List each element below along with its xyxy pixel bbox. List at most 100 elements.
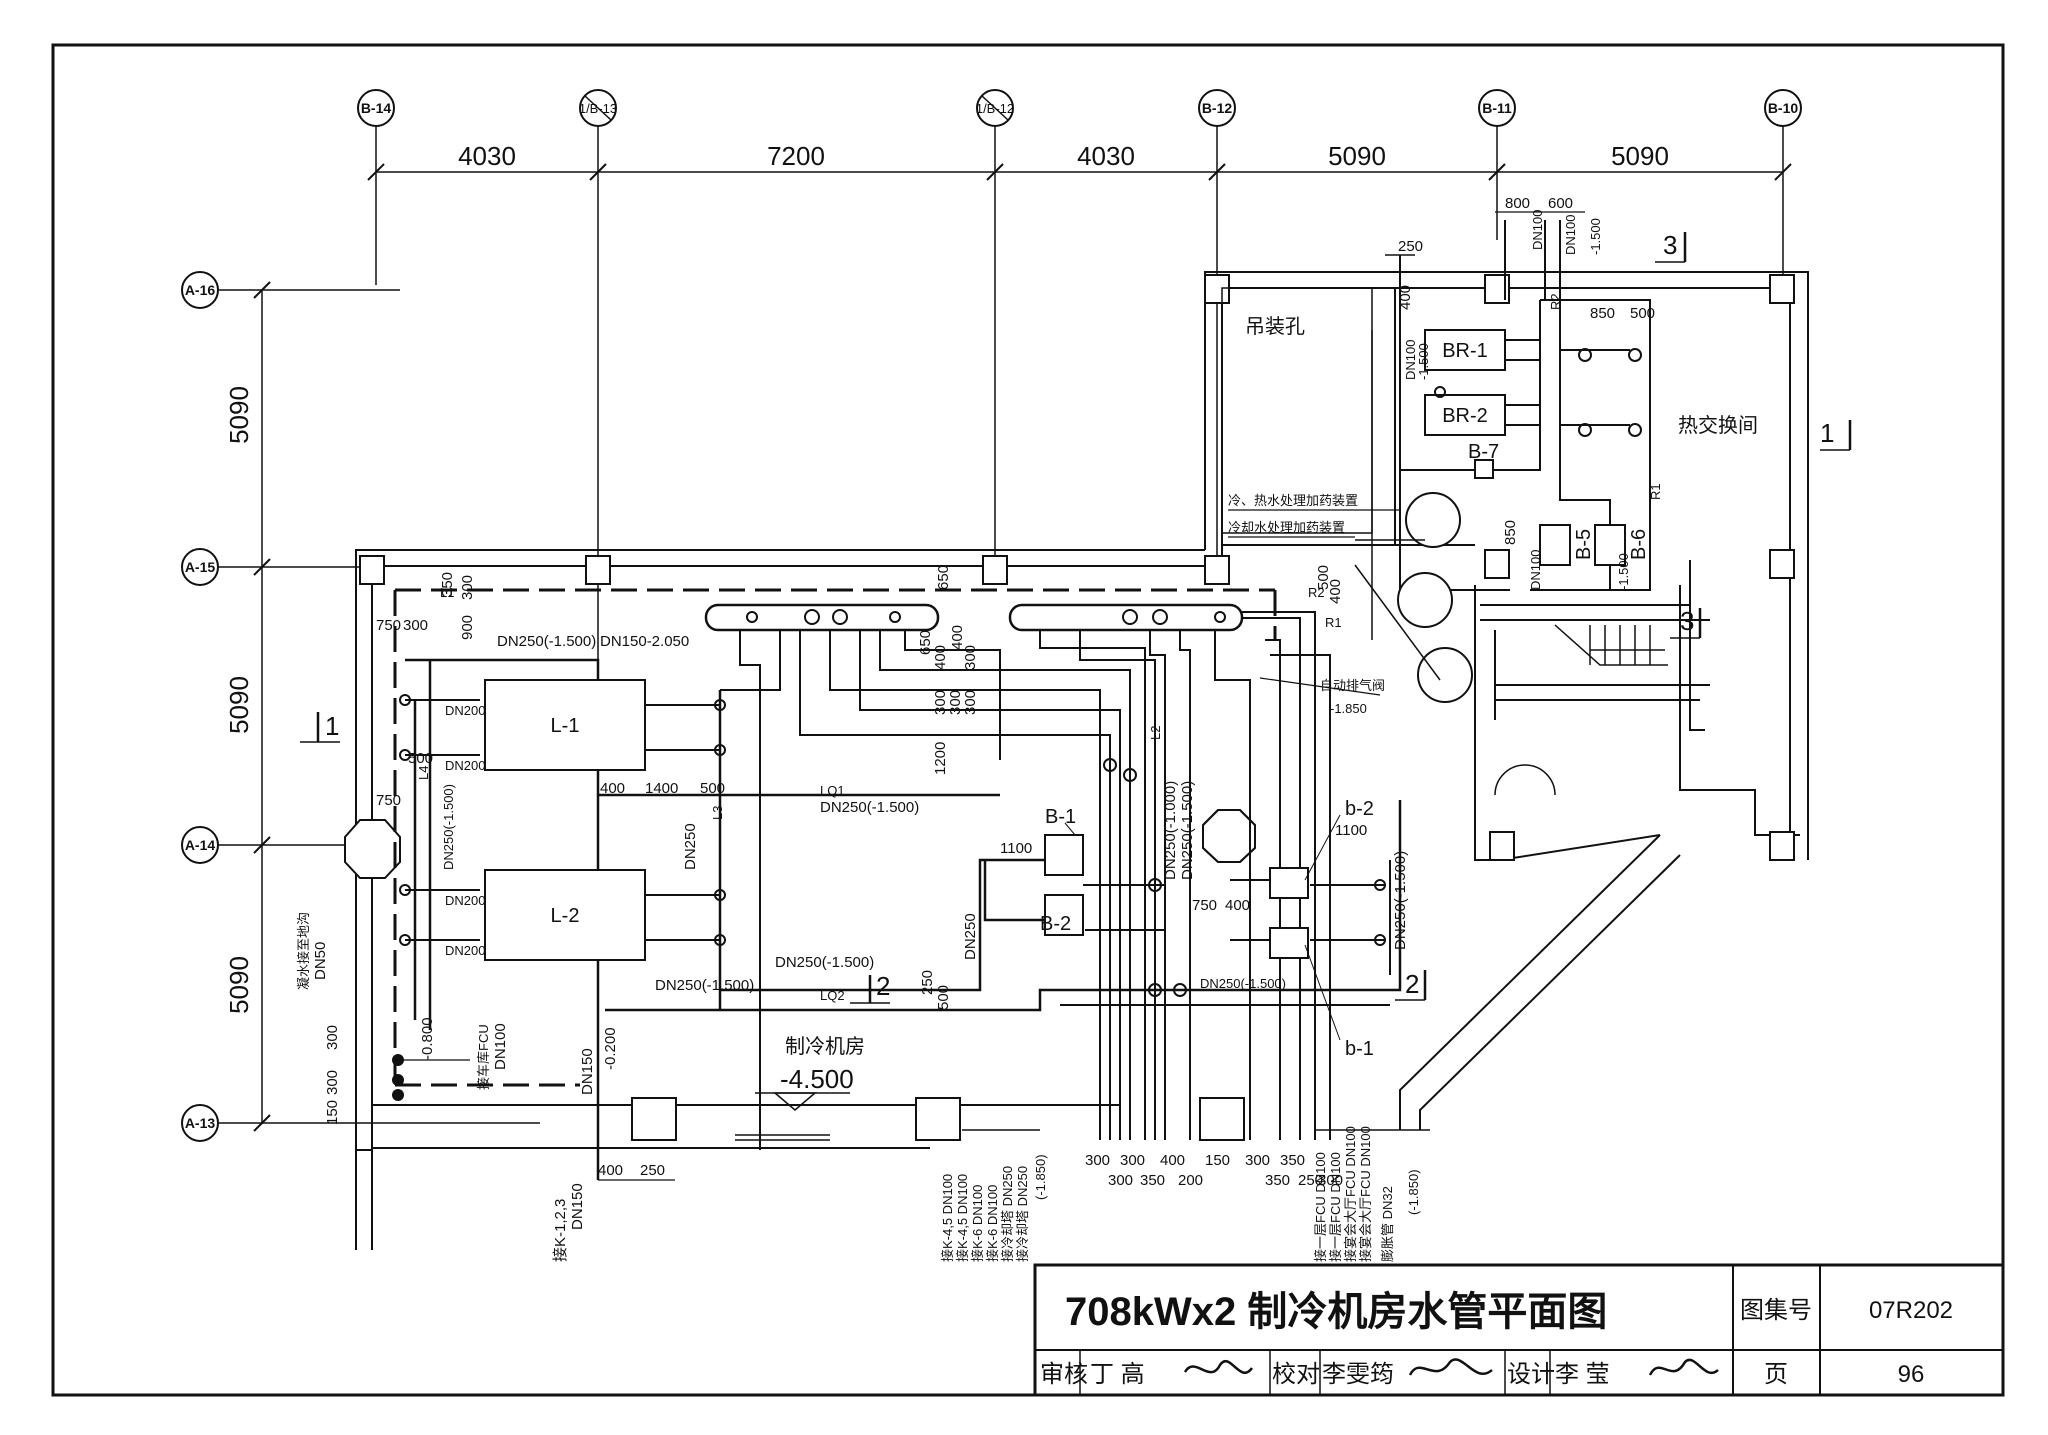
dim-local-31: 400: [1225, 897, 1250, 914]
dim-local-19: 300: [932, 690, 949, 715]
axis-label-1b13: 1/B-13: [579, 101, 617, 116]
dim-local-2: 600: [1548, 195, 1573, 212]
pipe-label-h3: DN250(-1.500): [820, 799, 919, 816]
page-number: 96: [1898, 1361, 1925, 1388]
axis-label-b14: B-14: [361, 100, 392, 116]
pipe-label-h6: DN250(-1.500): [1200, 976, 1286, 991]
dim-left-3: 5090: [224, 956, 254, 1014]
axis-label-a15: A-15: [185, 559, 216, 575]
axis-label-a14: A-14: [185, 837, 216, 853]
dim-left-2: 5090: [224, 676, 254, 734]
dim-local-28: 1100: [1335, 822, 1367, 839]
pipe-label-v8: -0.200: [602, 1027, 619, 1070]
pipe-label-v9: DN100: [1530, 210, 1545, 250]
section-mark-2a: 2: [876, 971, 890, 1001]
dim-local-26: 650: [935, 565, 952, 590]
pipe-label-v15: -1.500: [1616, 553, 1631, 590]
pump-small-b2-label: b-2: [1345, 798, 1374, 820]
axis-label-b11: B-11: [1482, 100, 1512, 116]
axis-bubble-b10: [1764, 89, 1802, 127]
riser-center-1: 接K-4,5 DN100: [940, 1174, 955, 1262]
riser-right-3: 接宴会大厅FCU DN100: [1343, 1126, 1358, 1262]
dim-local-41: 300: [1120, 1152, 1145, 1169]
pump-b7-label: B-7: [1468, 441, 1499, 463]
dim-local-48: 350: [1265, 1172, 1290, 1189]
pipe-label-v13: -1.500: [1416, 343, 1431, 380]
dim-local-12: 350: [439, 572, 456, 597]
dim-local-20: 300: [947, 690, 964, 715]
axis-bubble-a14: [181, 826, 219, 864]
pipe-label-v10: -1.500: [1588, 218, 1603, 255]
dosing-tank-1: [1405, 492, 1461, 548]
chiller-l1-label: L-1: [551, 715, 580, 737]
note-auto-vent-elev: -1.850: [1330, 701, 1367, 716]
pipe-code-l3: L3: [710, 806, 725, 820]
pipe-label-v14: DN100: [1528, 550, 1543, 590]
dim-local-11: 300: [459, 575, 476, 600]
headers: [704, 603, 1244, 632]
pump-b1-small: [1269, 927, 1309, 959]
pump-b6: [1594, 524, 1626, 566]
dim-local-30: 750: [1192, 897, 1217, 914]
atlas-number: 07R202: [1869, 1297, 1953, 1324]
designer-signature: [1648, 1358, 1719, 1376]
dim-local-10: 900: [459, 615, 476, 640]
pipe-label-v3: DN250: [962, 913, 979, 960]
pipe-code-r2: R2: [1308, 585, 1325, 600]
pipe-label-h4: DN250(-1.500): [775, 954, 874, 971]
dim-local-44: 400: [1160, 1152, 1185, 1169]
section-mark-1b: 1: [1820, 418, 1834, 448]
dim-local-29: 400: [1327, 579, 1344, 604]
dim-local-16: 1400: [645, 780, 678, 797]
note-fcu-elev: -0.800: [419, 1017, 436, 1060]
axis-bubble-a13: [181, 1104, 219, 1142]
riser-center-3: 接K-6 DN100: [970, 1185, 985, 1262]
note-fcu: 接车库FCU: [476, 1024, 491, 1090]
dim-local-42: 300: [1108, 1172, 1133, 1189]
dim-local-17: 500: [700, 780, 725, 797]
dim-local-7: 850: [1502, 520, 1519, 545]
dim-local-47: 300: [1245, 1152, 1270, 1169]
dim-local-3: 250: [1398, 238, 1423, 255]
dim-local-38: 400: [598, 1162, 623, 1179]
section-mark-3b: 3: [1680, 606, 1694, 636]
axis-label-a16: A-16: [185, 282, 216, 298]
dim-local-40: 300: [1085, 1152, 1110, 1169]
dim-top-3: 4030: [1077, 141, 1135, 171]
axis-label-b12: B-12: [1202, 100, 1233, 116]
dim-top-1: 4030: [458, 141, 516, 171]
dim-local-35: 150: [324, 1100, 341, 1125]
riser-right-6: (-1.850): [1406, 1169, 1421, 1215]
pump-b1-label: B-1: [1045, 806, 1076, 828]
pump-b2-small: [1269, 867, 1309, 899]
pipe-label-v6: DN250(-1.500): [1392, 851, 1409, 950]
room-hoist: 吊装孔: [1245, 315, 1305, 338]
reviewer-signature: [1183, 1360, 1254, 1374]
pump-b5: [1539, 524, 1571, 566]
dim-local-34: 500: [1315, 565, 1332, 590]
dosing-tank-3: [1417, 647, 1473, 703]
room-chiller-elev: -4.500: [780, 1064, 854, 1094]
dim-local-43: 350: [1140, 1172, 1165, 1189]
riser-center-4: 接K-6 DN100: [985, 1185, 1000, 1262]
pipe-size-3: DN200: [445, 893, 485, 908]
review-label: 审核: [1040, 1361, 1088, 1388]
dim-local-46: 150: [1205, 1152, 1230, 1169]
dim-local-13: 500: [408, 750, 433, 767]
local-dimensions: 800 600 250 400 850 500 850 750 300 900 …: [324, 195, 1655, 1189]
riser-center-2: 接K-4,5 DN100: [955, 1174, 970, 1262]
pipe-code-l4: L4: [416, 766, 431, 780]
axis-bubble-a16: [181, 271, 219, 309]
riser-right-1: 接一层FCU DN100: [1313, 1152, 1328, 1262]
axis-label-1b12: 1/B-12: [976, 101, 1014, 116]
axis-bubble-b12: [1198, 89, 1236, 127]
elevation-marker: [772, 1092, 818, 1111]
note-dosing-2: 冷却水处理加药装置: [1228, 520, 1345, 535]
heat-exchanger-br1: [1424, 329, 1506, 371]
top-dimension-chain: 4030 7200 4030 5090 5090: [367, 141, 1792, 181]
chiller-l1: [484, 679, 646, 771]
riser-left-2: DN150: [569, 1183, 586, 1230]
riser-right-4: 接宴会大厅FCU DN100: [1358, 1126, 1373, 1262]
dim-local-49: 350: [1280, 1152, 1305, 1169]
dim-local-25: 300: [962, 690, 979, 715]
